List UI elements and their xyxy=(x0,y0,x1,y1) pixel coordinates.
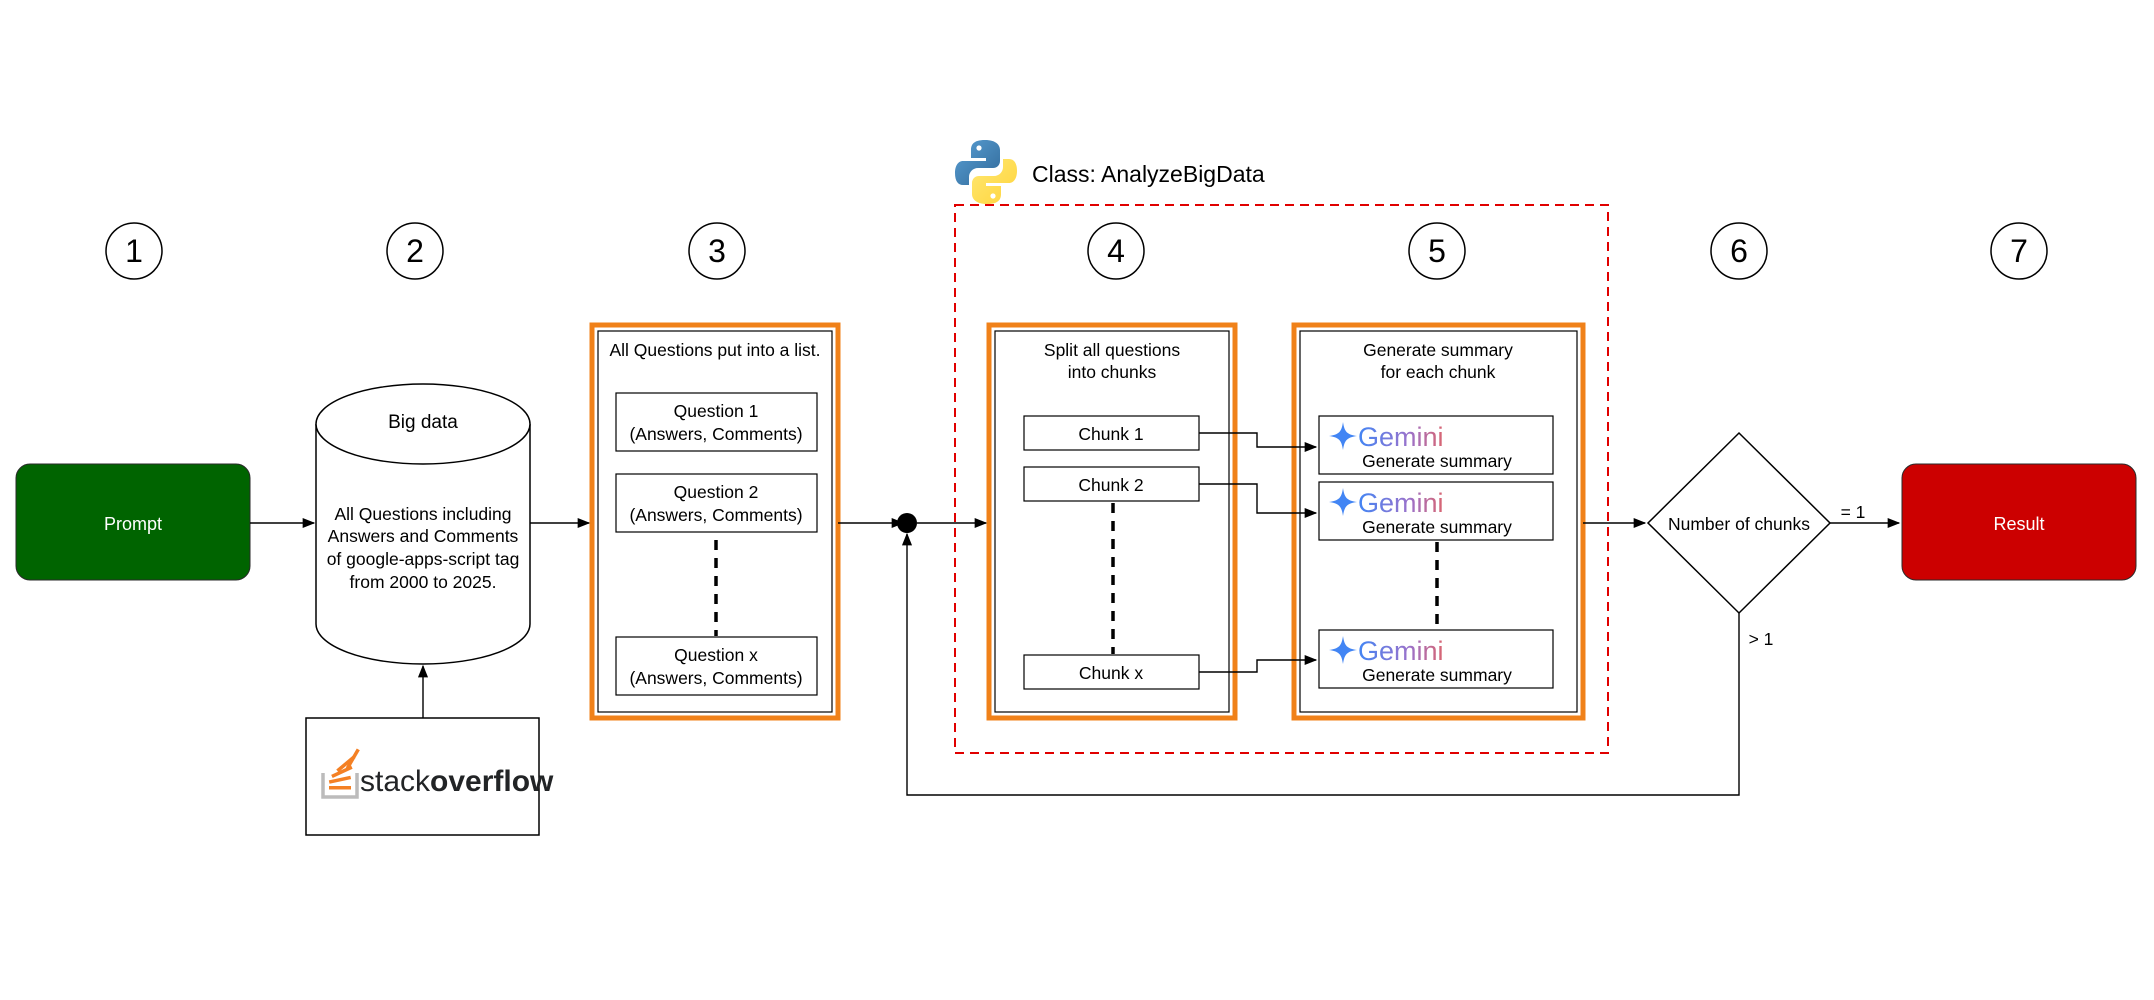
result-node: Result xyxy=(1901,463,2137,581)
gemini-summary-item: Gemini Generate summary xyxy=(1318,629,1554,689)
gemini-summary-item: Gemini Generate summary xyxy=(1318,415,1554,475)
step-5-number: 5 xyxy=(1428,233,1446,269)
step-3-number: 3 xyxy=(708,233,726,269)
question-item: Question 2 (Answers, Comments) xyxy=(615,473,818,533)
arrow-chunk1-to-gemini xyxy=(1199,432,1318,453)
chunk-label: Chunk x xyxy=(1079,663,1143,683)
summary-title-line-1: Generate summary xyxy=(1363,340,1513,360)
step-5-circle: 5 xyxy=(1408,222,1466,280)
question-item: Question 1 (Answers, Comments) xyxy=(615,392,818,452)
step-6-number: 6 xyxy=(1730,233,1748,269)
question-sub: (Answers, Comments) xyxy=(629,424,802,444)
big-data-title: Big data xyxy=(388,412,458,433)
junction-dot xyxy=(897,513,917,533)
python-logo-icon xyxy=(955,140,1017,204)
question-name: Question x xyxy=(674,645,758,665)
split-title-line-1: Split all questions xyxy=(1044,340,1180,360)
class-label: Class: AnalyzeBigData xyxy=(1032,161,1265,187)
chunk-label: Chunk 1 xyxy=(1078,424,1143,444)
gemini-item-label: Generate summary xyxy=(1362,451,1512,471)
decision-gt-label: > 1 xyxy=(1749,629,1774,649)
arrow-chunk2-to-gemini xyxy=(1199,483,1318,519)
question-sub: (Answers, Comments) xyxy=(629,668,802,688)
question-name: Question 1 xyxy=(674,401,759,421)
stackoverflow-icon xyxy=(321,748,360,799)
prompt-node: Prompt xyxy=(15,463,251,581)
big-data-line-1: All Questions including xyxy=(334,504,511,524)
step-3-circle: 3 xyxy=(688,222,746,280)
step-6-circle: 6 xyxy=(1710,222,1768,280)
step-2-circle: 2 xyxy=(386,222,444,280)
step-1-circle: 1 xyxy=(105,222,163,280)
chunk-item: Chunk x xyxy=(1023,654,1200,690)
chunk-item: Chunk 2 xyxy=(1023,466,1200,502)
decision-label: Number of chunks xyxy=(1668,514,1810,534)
big-data-line-3: of google-apps-script tag xyxy=(327,549,520,569)
split-chunks-panel: Split all questions into chunks Chunk 1 … xyxy=(986,322,1238,721)
questions-list-title: All Questions put into a list. xyxy=(609,340,820,360)
gemini-summary-item: Gemini Generate summary xyxy=(1318,481,1554,541)
step-1-number: 1 xyxy=(125,233,143,269)
prompt-label: Prompt xyxy=(104,514,162,534)
chunk-item: Chunk 1 xyxy=(1023,415,1200,451)
result-label: Result xyxy=(1993,514,2044,534)
gemini-brand: Gemini xyxy=(1358,488,1444,518)
question-sub: (Answers, Comments) xyxy=(629,505,802,525)
step-2-number: 2 xyxy=(406,233,424,269)
summary-title-line-2: for each chunk xyxy=(1381,362,1496,382)
question-name: Question 2 xyxy=(674,482,759,502)
step-4-circle: 4 xyxy=(1087,222,1145,280)
chunk-label: Chunk 2 xyxy=(1078,475,1143,495)
stackoverflow-word-light: stack xyxy=(360,765,431,798)
step-7-number: 7 xyxy=(2010,233,2028,269)
gemini-brand: Gemini xyxy=(1358,422,1444,452)
step-7-circle: 7 xyxy=(1990,222,2048,280)
gemini-item-label: Generate summary xyxy=(1362,665,1512,685)
decision-diamond: Number of chunks xyxy=(1646,431,1832,615)
step-4-number: 4 xyxy=(1107,233,1125,269)
big-data-line-4: from 2000 to 2025. xyxy=(350,572,497,592)
stackoverflow-word-bold: overflow xyxy=(430,765,554,798)
gemini-item-label: Generate summary xyxy=(1362,517,1512,537)
big-data-cylinder: Big data All Questions including Answers… xyxy=(315,383,531,665)
decision-eq-label: = 1 xyxy=(1841,502,1866,522)
questions-list-panel: All Questions put into a list. Question … xyxy=(589,322,841,721)
stackoverflow-wordmark: stackoverflow xyxy=(360,765,554,798)
stackoverflow-logo-box: stackoverflow xyxy=(305,717,554,836)
question-item: Question x (Answers, Comments) xyxy=(615,636,818,696)
split-title-line-2: into chunks xyxy=(1068,362,1157,382)
summary-panel: Generate summary for each chunk Gemini G… xyxy=(1291,322,1586,721)
arrow-loop-back xyxy=(901,532,1740,796)
gemini-brand: Gemini xyxy=(1358,636,1444,666)
big-data-line-2: Answers and Comments xyxy=(328,526,519,546)
connectors xyxy=(250,432,1901,796)
arrow-chunkx-to-gemini xyxy=(1199,654,1318,673)
